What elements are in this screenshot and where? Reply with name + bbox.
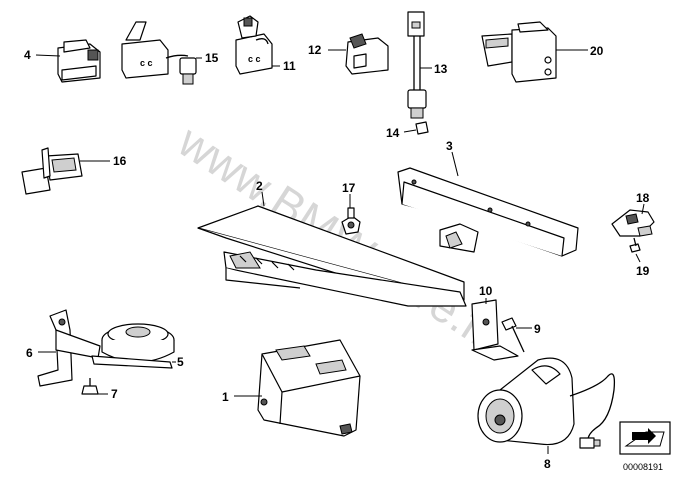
arrow-badge-icon bbox=[619, 421, 671, 455]
callout-11: 11 bbox=[283, 59, 296, 73]
callout-10: 10 bbox=[479, 284, 493, 298]
callout-19: 19 bbox=[636, 264, 650, 278]
part-9-bolt bbox=[501, 317, 525, 353]
callout-13: 13 bbox=[434, 62, 448, 76]
callout-18: 18 bbox=[636, 191, 650, 205]
part-14-clip bbox=[415, 121, 429, 135]
part-6-horn-bracket bbox=[37, 309, 101, 387]
callout-5: 5 bbox=[177, 355, 184, 369]
part-5-horn bbox=[91, 323, 175, 369]
part-4-relay-bracket bbox=[57, 39, 101, 83]
callout-14: 14 bbox=[386, 126, 400, 140]
part-18-clip bbox=[611, 209, 655, 237]
callout-17: 17 bbox=[342, 181, 356, 195]
callout-6: 6 bbox=[26, 346, 33, 360]
part-2-shelf-bracket bbox=[197, 205, 467, 307]
svg-text:c c: c c bbox=[248, 54, 261, 64]
reference-code: 00008191 bbox=[623, 462, 663, 472]
callout-3: 3 bbox=[446, 139, 453, 153]
callout-20: 20 bbox=[590, 44, 604, 58]
part-17-nut bbox=[341, 207, 361, 235]
callout-1: 1 bbox=[222, 390, 229, 404]
callout-15: 15 bbox=[205, 51, 219, 65]
part-11-relay: c c bbox=[235, 15, 273, 75]
part-10-bracket-plate bbox=[471, 299, 519, 361]
callout-12: 12 bbox=[308, 43, 322, 57]
callout-16: 16 bbox=[113, 154, 127, 168]
part-8-siren bbox=[477, 357, 616, 449]
part-20-control-unit bbox=[481, 21, 557, 83]
callout-9: 9 bbox=[534, 322, 541, 336]
part-1-control-module bbox=[257, 339, 361, 437]
part-19-screw bbox=[629, 237, 641, 253]
part-13-wire-lead bbox=[407, 11, 427, 119]
part-7-bolt bbox=[81, 378, 99, 395]
part-15-relay-with-plug: c c bbox=[121, 21, 197, 85]
callout-4: 4 bbox=[24, 48, 31, 62]
part-12-socket bbox=[345, 33, 389, 75]
callout-8: 8 bbox=[544, 457, 551, 471]
callout-7: 7 bbox=[111, 387, 118, 401]
svg-text:c c: c c bbox=[140, 58, 153, 68]
part-16-bracket bbox=[21, 147, 83, 195]
callout-2: 2 bbox=[256, 179, 263, 193]
part-3-rail-bracket bbox=[397, 167, 579, 257]
